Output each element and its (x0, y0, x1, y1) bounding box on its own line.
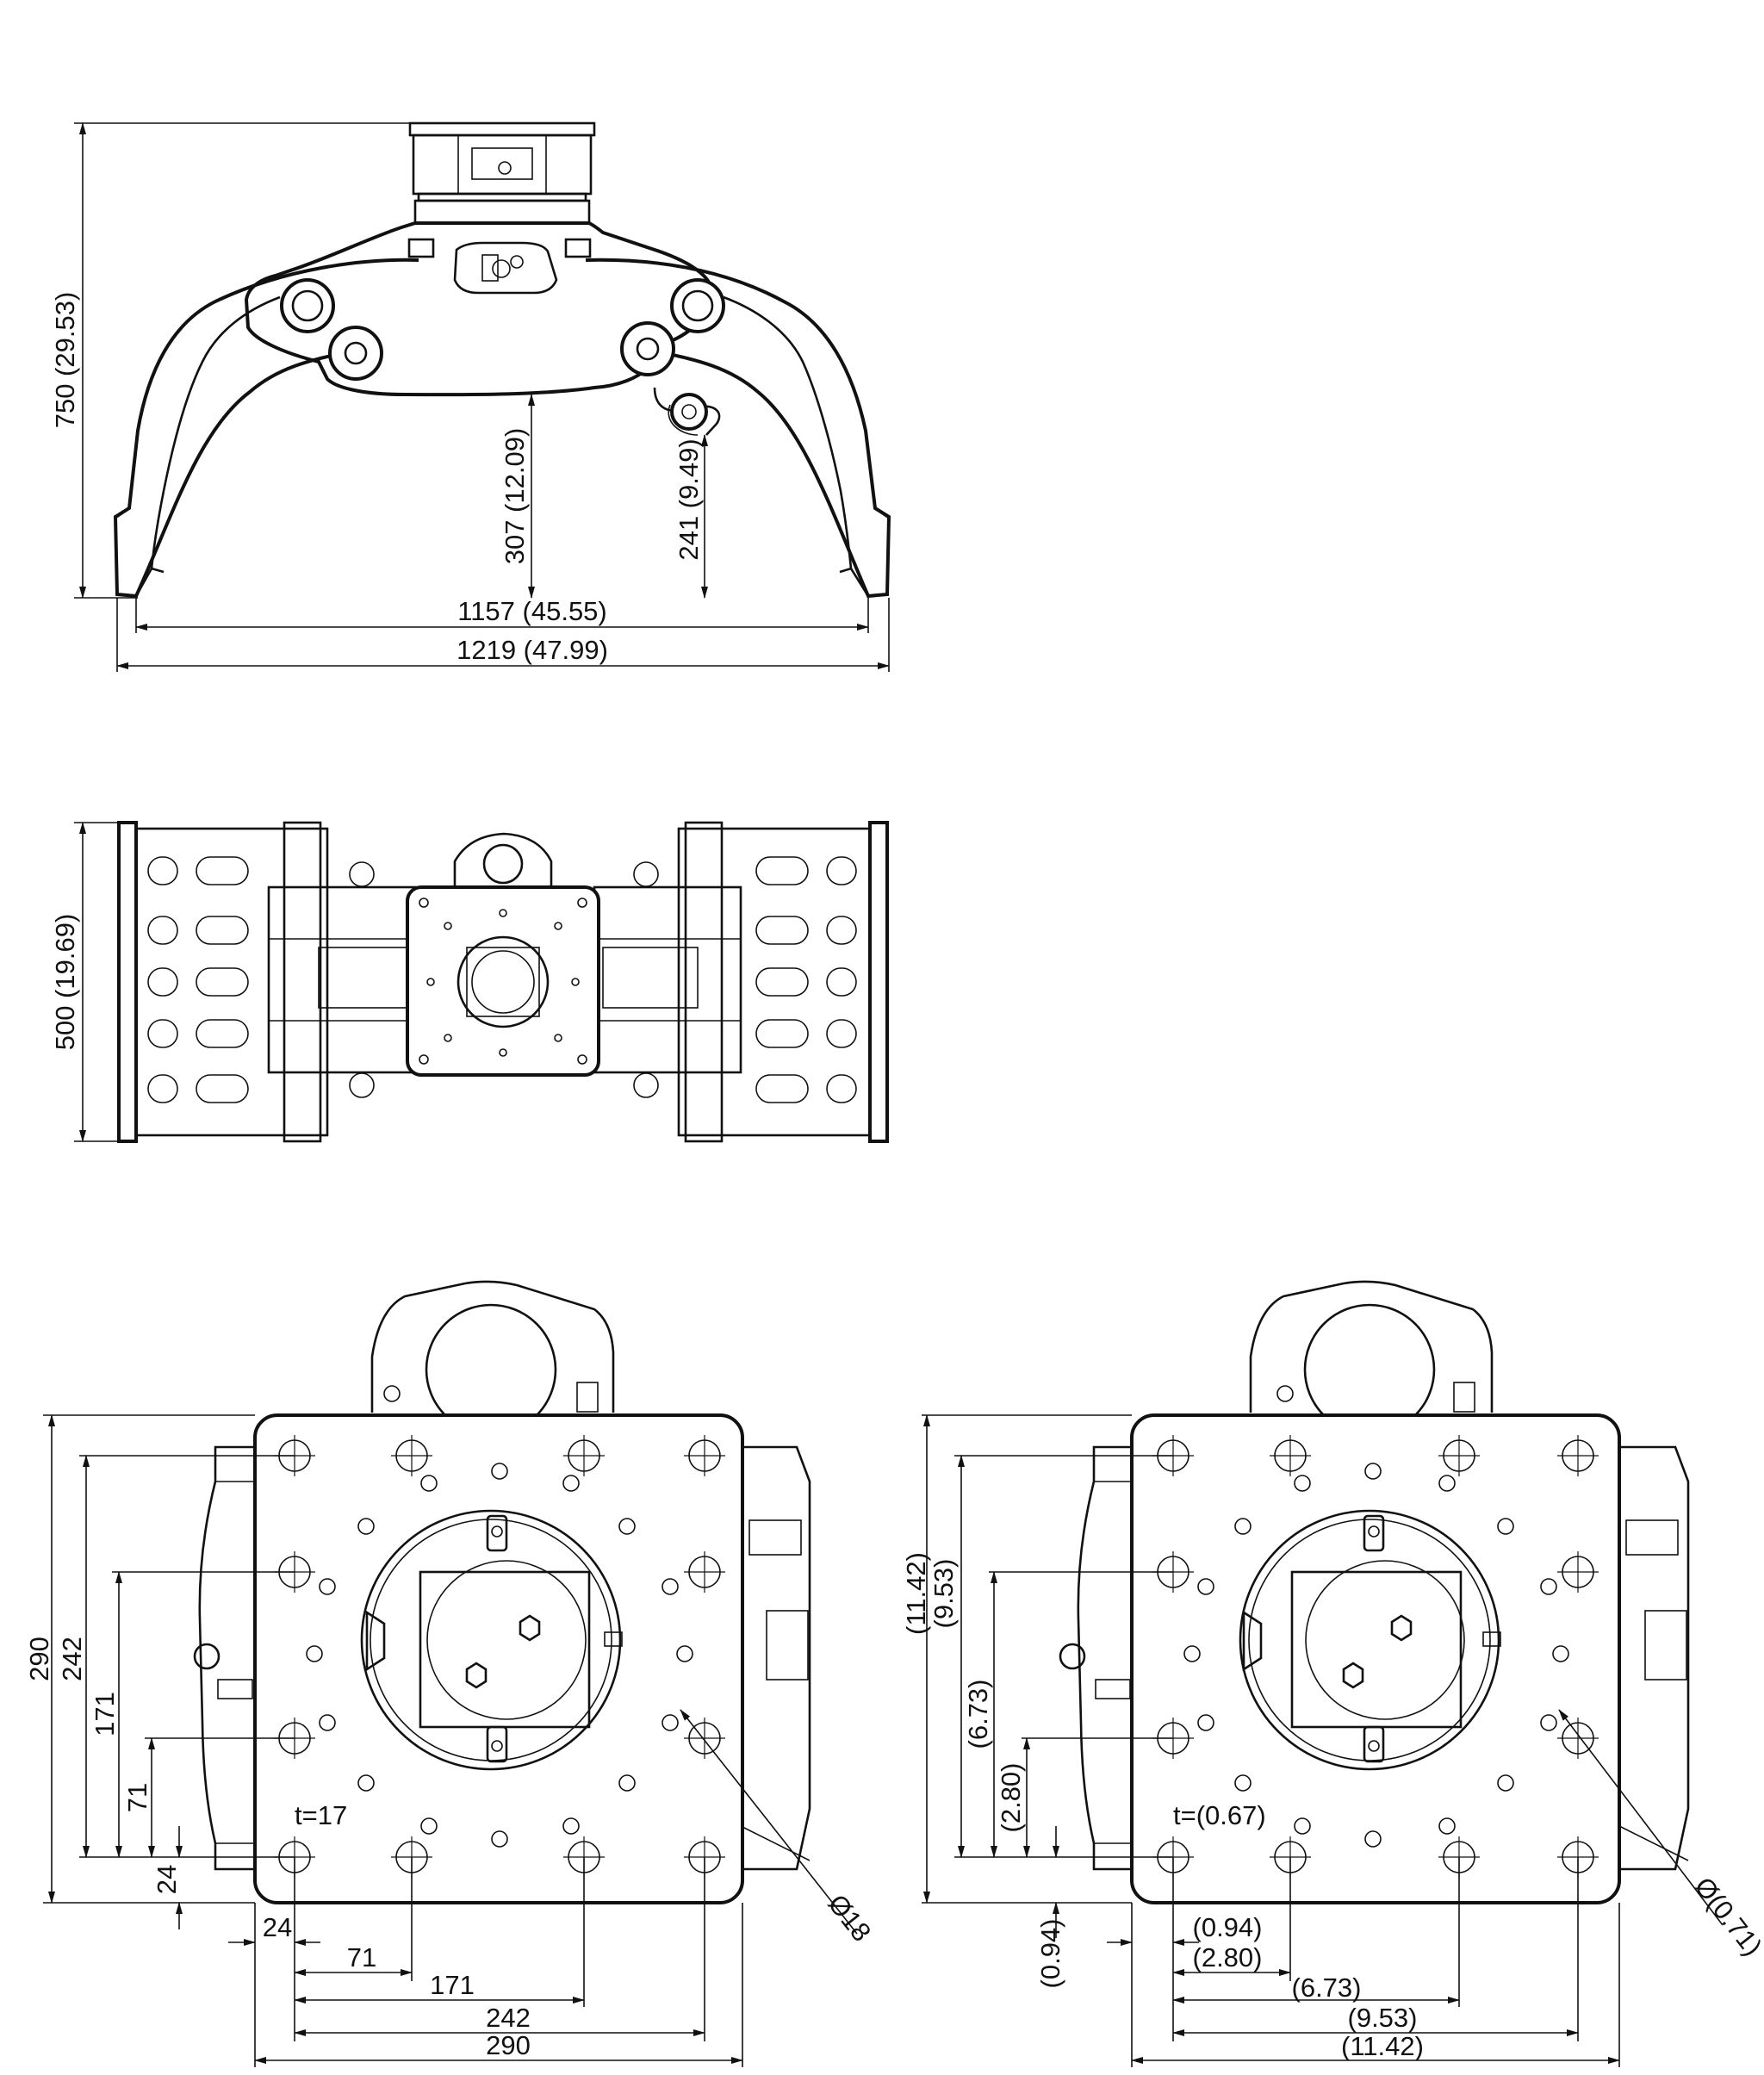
h-242-metric: 242 (486, 2003, 531, 2033)
thickness-label-metric: t=17 (295, 1800, 347, 1830)
pin-left-upper (280, 278, 335, 333)
horizontal-dims-metric: 24 71 171 242 290 (228, 1857, 743, 2067)
jaw-left-outer (113, 258, 419, 599)
left-shell-slots (147, 856, 249, 1103)
dim-height-label: 750 (29.53) (50, 292, 80, 429)
dim-241: 241 (9.49) (674, 434, 708, 599)
flange-plate-imperial (1130, 1413, 1621, 1904)
hole-dia-label-metric: Ø18 (822, 1889, 877, 1948)
dim-750: 750 (29.53) (50, 122, 410, 599)
h-242-imperial: (9.53) (1348, 2003, 1418, 2033)
side-view: 750 (29.53) 307 (12.09) 241 (9.49) 1157 … (50, 121, 891, 672)
left-bracket-metric (198, 1445, 254, 1871)
rotator-cap (408, 121, 596, 137)
v-242-metric: 242 (57, 1637, 87, 1681)
inner-ring-metric (360, 1509, 622, 1771)
h-171-imperial: (6.73) (1292, 1972, 1362, 2003)
flange-metric-view: t=17 290 242 171 71 24 Ø18 (24, 1280, 877, 2067)
v-71-imperial: (2.80) (996, 1763, 1026, 1833)
h-290-imperial: (11.42) (1341, 2031, 1424, 2061)
rotator-body (412, 134, 593, 196)
pin-right-upper (670, 278, 725, 333)
left-shell-edge (117, 821, 138, 1143)
dim-overall-width-label: 1219 (47.99) (457, 635, 608, 665)
left-shell (134, 827, 329, 1137)
dim-top-height-label: 500 (19.69) (50, 914, 80, 1051)
right-shell-slots (755, 856, 857, 1103)
left-bracket-imperial (1077, 1445, 1131, 1871)
thickness-label-imperial: t=(0.67) (1173, 1800, 1266, 1830)
v-290-imperial: (11.42) (901, 1552, 931, 1635)
dim-307: 307 (12.09) (500, 394, 535, 599)
flange-lug-imperial (1249, 1280, 1494, 1413)
pin-left-lower (328, 326, 383, 381)
jaw-right-outer (585, 258, 891, 599)
flange-holes-metric (273, 1434, 726, 1879)
right-bracket-metric (741, 1445, 811, 1871)
top-view-lug (453, 832, 553, 887)
bracket-right (564, 238, 592, 258)
hole-dia-label-imperial: Ø(0.71) (1688, 1872, 1764, 1961)
h-24-metric: 24 (263, 1912, 292, 1942)
h-71-metric: 71 (347, 1942, 376, 1972)
left-linkage (267, 885, 417, 1074)
v-71-metric: 71 (122, 1783, 152, 1812)
hose-port (453, 241, 558, 295)
vertical-dims-metric: 290 242 171 71 24 (24, 1414, 295, 1929)
dim-1219: 1219 (47.99) (116, 598, 890, 672)
bracket-left (407, 238, 435, 258)
top-view: 500 (19.69) (50, 821, 889, 1143)
h-171-metric: 171 (430, 1970, 475, 2000)
h-71-imperial: (2.80) (1193, 1942, 1263, 1972)
horizontal-dims-imperial: (0.94) (2.80) (6.73) (9.53) (11.42) (1107, 1857, 1620, 2067)
flange-plate-metric (253, 1413, 744, 1904)
vertical-dims-imperial: (11.42) (9.53) (6.73) (2.80) (0.94) (901, 1414, 1173, 1989)
right-shell-edge (868, 821, 889, 1143)
right-bracket-imperial (1619, 1445, 1690, 1871)
h-24-imperial: (0.94) (1193, 1912, 1263, 1942)
top-view-flange (406, 885, 600, 1077)
flange-imperial-view: t=(0.67) (11.42) (9.53) (6.73) (2.80) (0… (901, 1280, 1764, 2067)
right-shell (677, 827, 872, 1137)
h-290-metric: 290 (486, 2030, 531, 2060)
v-24-metric: 24 (152, 1865, 182, 1894)
pin-right-lower (620, 321, 675, 376)
dim-inner-width-label: 1157 (45.55) (457, 596, 607, 626)
right-linkage (593, 885, 742, 1074)
v-290-metric: 290 (24, 1637, 54, 1681)
v-171-imperial: (6.73) (963, 1680, 993, 1749)
dim-500: 500 (19.69) (50, 822, 121, 1142)
hole-dia-leader-metric (680, 1709, 858, 1935)
dim-1157: 1157 (45.55) (135, 596, 869, 633)
top-view-flange-holes (419, 898, 587, 1065)
v-24-imperial: (0.94) (1035, 1919, 1065, 1989)
dim-clearance-center-label: 307 (12.09) (500, 428, 530, 565)
flange-lug-metric (370, 1280, 615, 1413)
v-171-metric: 171 (90, 1692, 120, 1736)
dim-clearance-side-label: 241 (9.49) (674, 438, 704, 560)
cylinder-pin (670, 393, 708, 431)
hole-dia-leader-imperial (1558, 1709, 1724, 1926)
flange-holes-imperial (1152, 1434, 1599, 1879)
v-242-imperial: (9.53) (929, 1559, 959, 1629)
